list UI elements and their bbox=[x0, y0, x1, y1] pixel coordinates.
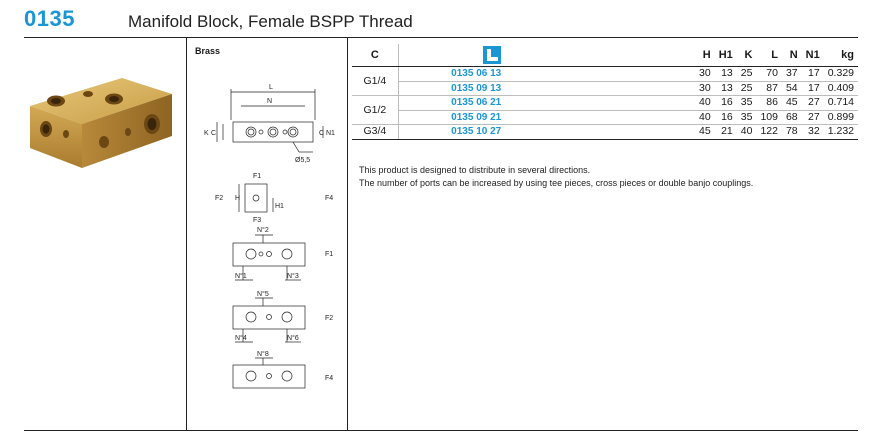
port-3-label: N°3 bbox=[287, 272, 299, 280]
dim-h1-label: H1 bbox=[275, 203, 284, 210]
face-f1-layout-label: F1 bbox=[325, 251, 333, 258]
port-2-label: N°2 bbox=[257, 226, 269, 234]
col-reference-header bbox=[398, 44, 506, 67]
cell-k: 25 bbox=[736, 66, 757, 82]
col-h-header: H bbox=[505, 44, 715, 67]
catalogue-reference-icon bbox=[483, 46, 502, 64]
cell-h: 30 bbox=[505, 66, 715, 82]
cell-h1: 16 bbox=[714, 95, 737, 111]
reference-link[interactable]: 0135 06 13 bbox=[398, 66, 506, 82]
dim-cn1-label: C N1 bbox=[319, 130, 335, 137]
cell-kg: 0.409 bbox=[823, 81, 858, 96]
cell-kg: 0.329 bbox=[823, 66, 858, 82]
cell-h: 40 bbox=[505, 95, 715, 111]
table-row: G3/4 0135 10 27 45 21 40 122 78 32 1.232 bbox=[352, 124, 858, 140]
cell-h1: 21 bbox=[714, 124, 737, 140]
cell-n1: 27 bbox=[801, 95, 824, 111]
cell-n: 78 bbox=[781, 124, 802, 140]
col-h1-header: H1 bbox=[714, 44, 737, 67]
cell-n1: 17 bbox=[801, 81, 824, 96]
col-n-header: N bbox=[781, 44, 802, 67]
footer-rule bbox=[24, 430, 858, 431]
cell-l: 86 bbox=[756, 95, 782, 111]
thread-size: G1/2 bbox=[352, 95, 399, 125]
dim-k-label: K bbox=[204, 130, 209, 137]
cell-k: 35 bbox=[736, 110, 757, 125]
cell-n1: 17 bbox=[801, 66, 824, 82]
cell-n: 45 bbox=[781, 95, 802, 111]
technical-drawing: L N K C C N1 Ø5,5 F1 F2 H H1 F3 F4 N°2 N… bbox=[204, 84, 335, 389]
dim-c-label: C bbox=[211, 130, 216, 137]
cell-h1: 16 bbox=[714, 110, 737, 125]
reference-link[interactable]: 0135 09 21 bbox=[398, 110, 506, 125]
cell-k: 25 bbox=[736, 81, 757, 96]
cell-l: 109 bbox=[756, 110, 782, 125]
face-f2-layout-label: F2 bbox=[325, 315, 333, 322]
dim-h-label: H bbox=[235, 195, 240, 202]
column-divider bbox=[186, 37, 187, 430]
product-notes: This product is designed to distribute i… bbox=[359, 164, 753, 190]
hole-diameter-label: Ø5,5 bbox=[295, 157, 310, 164]
cell-h: 45 bbox=[505, 124, 715, 140]
cell-l: 70 bbox=[756, 66, 782, 82]
reference-link[interactable]: 0135 06 21 bbox=[398, 95, 506, 111]
cell-n: 68 bbox=[781, 110, 802, 125]
thread-size: G3/4 bbox=[352, 124, 399, 140]
table-row: G1/4 0135 06 13 30 13 25 70 37 17 0.329 bbox=[352, 66, 858, 96]
cell-k: 35 bbox=[736, 95, 757, 111]
cell-h: 40 bbox=[505, 110, 715, 125]
face-f1-label: F1 bbox=[253, 173, 261, 180]
material-label: Brass bbox=[195, 46, 221, 56]
cell-kg: 0.899 bbox=[823, 110, 858, 125]
cell-k: 40 bbox=[736, 124, 757, 140]
cell-n1: 27 bbox=[801, 110, 824, 125]
cell-h1: 13 bbox=[714, 81, 737, 96]
col-n1-header: N1 bbox=[801, 44, 824, 67]
port-5-label: N°5 bbox=[257, 290, 269, 298]
cell-n1: 32 bbox=[801, 124, 824, 140]
table-row: 0135 09 13 30 13 25 87 54 17 0.409 bbox=[352, 81, 858, 96]
col-k-header: K bbox=[736, 44, 757, 67]
face-f4-label: F4 bbox=[325, 195, 333, 202]
col-kg-header: kg bbox=[823, 44, 858, 67]
cell-l: 87 bbox=[756, 81, 782, 96]
cell-kg: 1.232 bbox=[823, 124, 858, 140]
port-4-label: N°4 bbox=[235, 334, 247, 342]
table-row: G1/2 0135 06 21 40 16 35 86 45 27 0.714 bbox=[352, 95, 858, 125]
face-f4-layout-label: F4 bbox=[325, 375, 333, 382]
reference-link[interactable]: 0135 10 27 bbox=[398, 124, 506, 140]
cell-n: 54 bbox=[781, 81, 802, 96]
cell-kg: 0.714 bbox=[823, 95, 858, 111]
reference-link[interactable]: 0135 09 13 bbox=[398, 81, 506, 96]
face-f3-label: F3 bbox=[253, 217, 261, 224]
cell-l: 122 bbox=[756, 124, 782, 140]
port-8-label: N°8 bbox=[257, 350, 269, 358]
thread-size: G1/4 bbox=[352, 66, 399, 96]
port-6-label: N°6 bbox=[287, 334, 299, 342]
specification-table: C H H1 K L N N1 kg G1/4 0135 06 13 30 13… bbox=[352, 44, 858, 140]
product-code: 0135 bbox=[24, 6, 75, 31]
table-header-row: C H H1 K L N N1 kg bbox=[352, 44, 858, 67]
product-title: Manifold Block, Female BSPP Thread bbox=[128, 12, 413, 31]
cell-n: 37 bbox=[781, 66, 802, 82]
col-c-header: C bbox=[352, 44, 399, 67]
dim-n-label: N bbox=[267, 98, 272, 105]
manifold-block-photo bbox=[30, 78, 172, 168]
cell-h: 30 bbox=[505, 81, 715, 96]
dim-l-label: L bbox=[269, 84, 273, 91]
port-1-label: N°1 bbox=[235, 272, 247, 280]
note-line: The number of ports can be increased by … bbox=[359, 178, 754, 188]
header-rule bbox=[24, 37, 858, 38]
table-row: 0135 09 21 40 16 35 109 68 27 0.899 bbox=[352, 110, 858, 125]
col-l-header: L bbox=[756, 44, 782, 67]
note-line: This product is designed to distribute i… bbox=[359, 165, 591, 175]
face-f2-label: F2 bbox=[215, 195, 223, 202]
column-divider bbox=[347, 37, 348, 430]
cell-h1: 13 bbox=[714, 66, 737, 82]
